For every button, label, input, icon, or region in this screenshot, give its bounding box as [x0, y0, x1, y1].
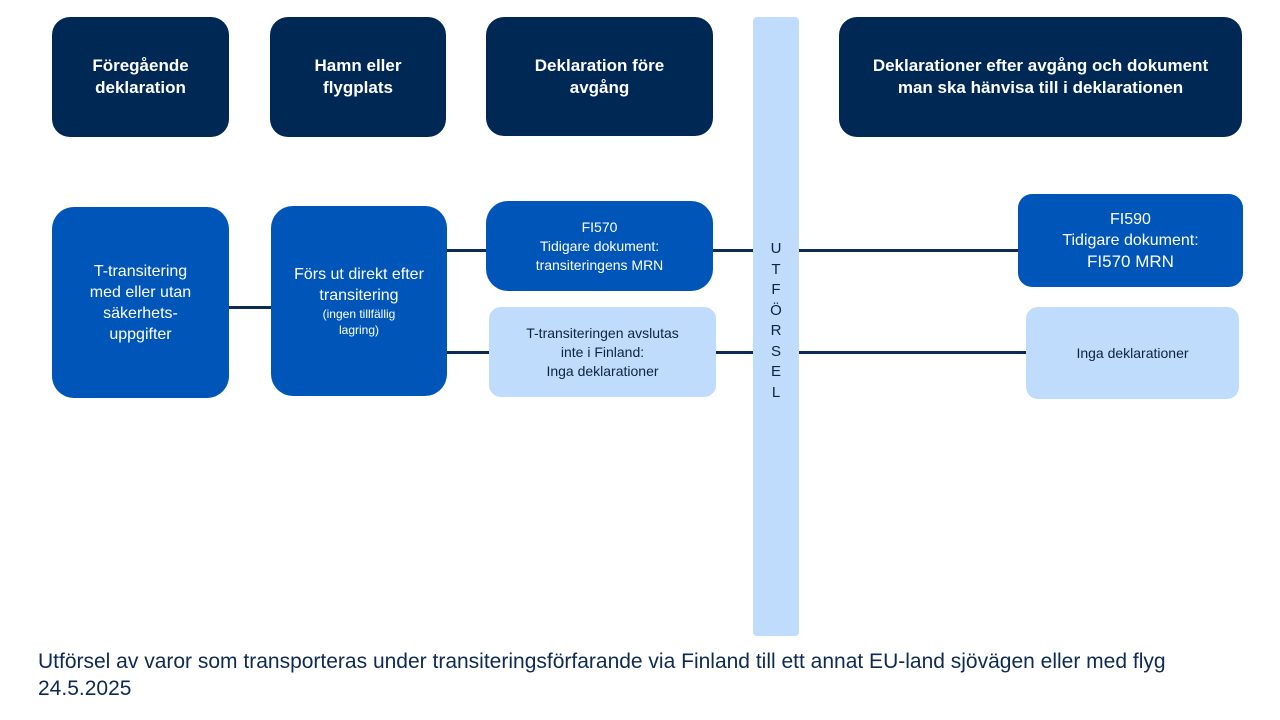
transit-label: T-transitering med eller utan säkerhets-… [89, 262, 192, 343]
fi590-code: FI590 [1110, 211, 1151, 228]
header-pre-departure: Deklaration före avgång [486, 17, 713, 136]
no-declarations-label: Inga deklarationer [1076, 344, 1189, 361]
exit-bar: U T F Ö R S E L [753, 17, 799, 636]
exit-letter: U [770, 240, 782, 257]
exit-letter: Ö [770, 301, 782, 319]
exit-letter: F [771, 281, 781, 298]
exit-letter: R [770, 322, 782, 339]
exit-letter: L [771, 383, 781, 401]
connector [229, 306, 271, 309]
connector [799, 351, 1026, 354]
connector [799, 249, 1018, 252]
exit-letter: T [771, 260, 781, 278]
connector [447, 351, 489, 354]
connector [716, 351, 753, 354]
not-finland-box: T-transiteringen avslutas inte i Finland… [489, 307, 716, 397]
footer-caption: Utförsel av varor som transporteras unde… [38, 650, 1166, 700]
direct-export-box: Förs ut direkt efter transitering (ingen… [271, 206, 447, 396]
header-post-departure: Deklarationer efter avgång och dokument … [839, 17, 1242, 137]
direct-export-title: Förs ut direkt efter transitering [294, 266, 424, 304]
header-label: Deklarationer efter avgång och dokument … [872, 56, 1209, 97]
not-finland-line: inte i Finland: [560, 343, 645, 360]
header-port-airport: Hamn eller flygplats [270, 17, 446, 137]
not-finland-line: T-transiteringen avslutas [526, 324, 679, 341]
fi590-box: FI590 Tidigare dokument: FI570 MRN [1018, 194, 1243, 287]
exit-letter: E [770, 363, 781, 380]
no-declarations-box: Inga deklarationer [1026, 307, 1239, 399]
header-previous-declaration: Föregående deklaration [52, 17, 229, 137]
connector [447, 249, 486, 252]
header-label: Föregående deklaration [92, 56, 189, 97]
header-label: Hamn eller flygplats [314, 56, 402, 97]
fi570-box: FI570 Tidigare dokument: transiteringens… [486, 201, 713, 291]
fi590-line: Tidigare dokument: [1062, 232, 1199, 249]
exit-letter: S [770, 342, 781, 360]
not-finland-line: Inga deklarationer [546, 362, 659, 379]
header-label: Deklaration före avgång [534, 55, 665, 97]
fi570-line: Tidigare dokument: [539, 237, 660, 254]
fi590-line: FI570 MRN [1087, 252, 1174, 271]
transit-box: T-transitering med eller utan säkerhets-… [52, 207, 229, 398]
fi570-line: transiteringens MRN [535, 256, 664, 273]
fi570-code: FI570 [581, 218, 618, 235]
connector [713, 249, 753, 252]
direct-export-note: (ingen tillfällig lagring) [322, 307, 396, 337]
